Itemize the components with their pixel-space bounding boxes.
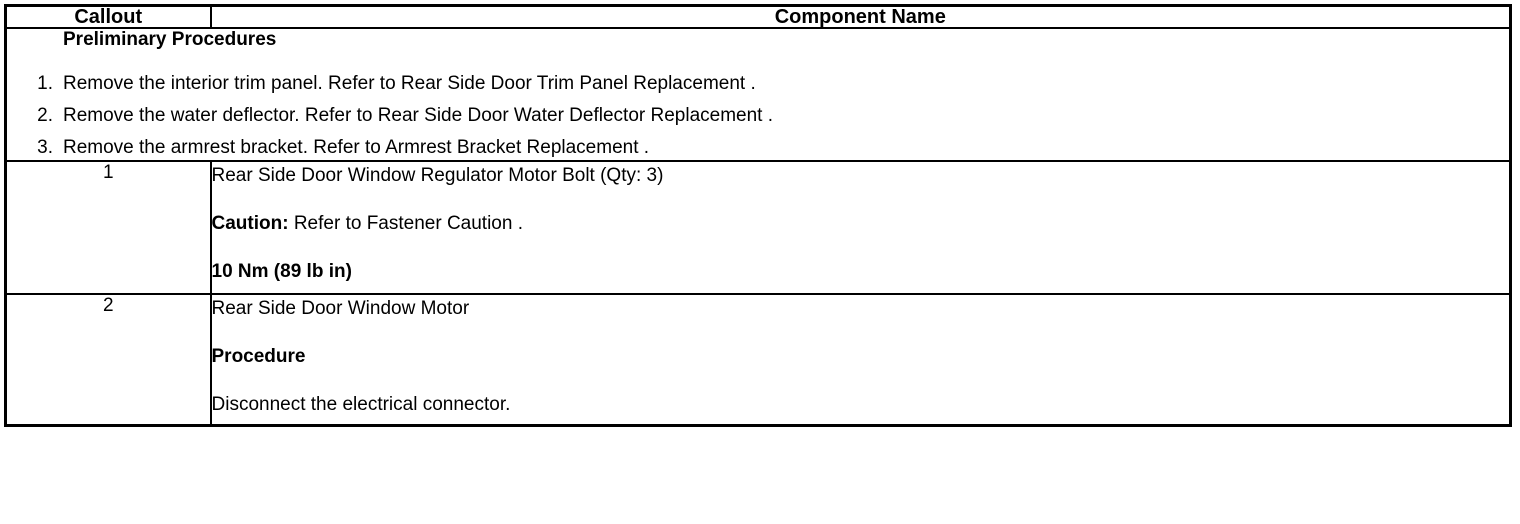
preliminary-procedures-title: Preliminary Procedures <box>63 29 277 50</box>
list-item-number: 3. <box>37 137 53 158</box>
procedure-text: Disconnect the electrical connector. <box>211 394 511 415</box>
list-item: 3. Remove the armrest bracket. Refer to … <box>7 137 1509 160</box>
callout-number: 2 <box>4 293 212 427</box>
column-header-callout: Callout <box>4 4 212 29</box>
list-item: 2. Remove the water deflector. Refer to … <box>7 105 1509 137</box>
caution-text: Refer to Fastener Caution . <box>293 213 523 234</box>
list-item-text: Remove the water deflector. Refer to Rea… <box>63 105 773 126</box>
caution-note: Caution: Refer to Fastener Caution . <box>212 210 1510 237</box>
component-name-cell: Rear Side Door Window Regulator Motor Bo… <box>209 160 1512 295</box>
callout-number: 1 <box>4 160 212 295</box>
list-item-number: 1. <box>37 73 53 94</box>
column-header-component-name: Component Name <box>209 4 1512 29</box>
caution-label: Caution: <box>211 213 289 234</box>
component-name-text: Rear Side Door Window Regulator Motor Bo… <box>211 165 664 186</box>
table-header: Callout Component Name <box>4 4 1512 29</box>
list-item-text: Remove the armrest bracket. Refer to Arm… <box>63 137 650 158</box>
list-item: 1. Remove the interior trim panel. Refer… <box>7 73 1509 105</box>
table-row: 1 Rear Side Door Window Regulator Motor … <box>4 160 1512 295</box>
component-name-text: Rear Side Door Window Motor <box>211 298 470 319</box>
preliminary-procedures-list: 1. Remove the interior trim panel. Refer… <box>7 73 1509 160</box>
table-row: 2 Rear Side Door Window Motor Procedure … <box>4 293 1512 427</box>
preliminary-procedures-cell: Preliminary Procedures 1. Remove the int… <box>4 27 1512 162</box>
component-name-cell: Rear Side Door Window Motor Procedure Di… <box>209 293 1512 427</box>
list-item-number: 2. <box>37 105 53 126</box>
procedure-label: Procedure <box>211 346 306 367</box>
preliminary-procedures-row: Preliminary Procedures 1. Remove the int… <box>4 27 1512 162</box>
torque-specification: 10 Nm (89 lb in) <box>211 261 352 282</box>
table-header-row: Callout Component Name <box>4 4 1512 29</box>
table-body: Preliminary Procedures 1. Remove the int… <box>4 27 1512 427</box>
component-callout-table: Callout Component Name Preliminary Proce… <box>4 4 1512 427</box>
list-item-text: Remove the interior trim panel. Refer to… <box>63 73 756 94</box>
